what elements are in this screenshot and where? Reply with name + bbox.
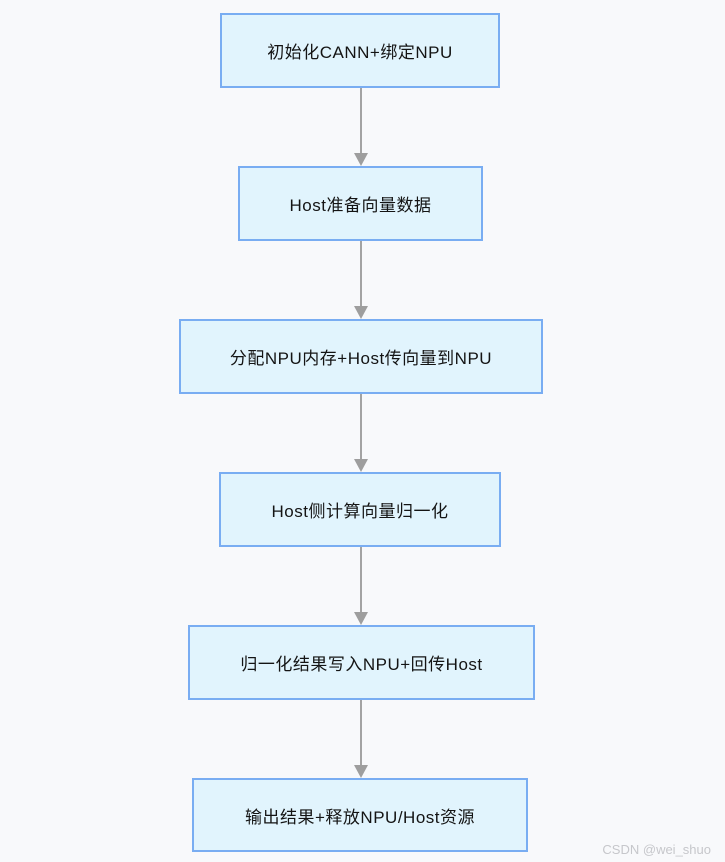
arrowhead-down-icon: [353, 153, 368, 166]
arrowhead-down-icon: [353, 459, 368, 472]
flow-node-label: 初始化CANN+绑定NPU: [267, 43, 453, 62]
arrowhead-down-icon: [353, 306, 368, 319]
arrowhead-down-icon: [353, 765, 368, 778]
flow-node-host-prepare: Host准备向量数据: [238, 166, 483, 241]
flow-arrow-2: [353, 241, 368, 319]
arrow-line: [359, 394, 362, 459]
arrow-line: [359, 88, 362, 153]
flow-node-label: Host准备向量数据: [289, 196, 432, 215]
flow-arrow-4: [353, 547, 368, 625]
flow-arrow-3: [353, 394, 368, 472]
flow-node-label: 分配NPU内存+Host传向量到NPU: [229, 349, 493, 368]
flow-node-host-compute: Host侧计算向量归一化: [219, 472, 501, 547]
arrowhead-down-icon: [353, 612, 368, 625]
flow-node-init-cann: 初始化CANN+绑定NPU: [220, 13, 500, 88]
flow-node-label: 归一化结果写入NPU+回传Host: [240, 655, 483, 674]
flow-node-output-release: 输出结果+释放NPU/Host资源: [192, 778, 528, 852]
flow-arrow-1: [353, 88, 368, 166]
flow-node-alloc-transfer: 分配NPU内存+Host传向量到NPU: [179, 319, 543, 394]
flow-arrow-5: [353, 700, 368, 778]
arrow-line: [359, 700, 362, 765]
arrow-line: [359, 241, 362, 306]
arrow-line: [359, 547, 362, 612]
flow-node-label: 输出结果+释放NPU/Host资源: [245, 807, 475, 827]
csdn-watermark: CSDN @wei_shuo: [602, 842, 711, 857]
flow-node-label: Host侧计算向量归一化: [271, 502, 449, 521]
flow-node-write-back: 归一化结果写入NPU+回传Host: [188, 625, 535, 700]
